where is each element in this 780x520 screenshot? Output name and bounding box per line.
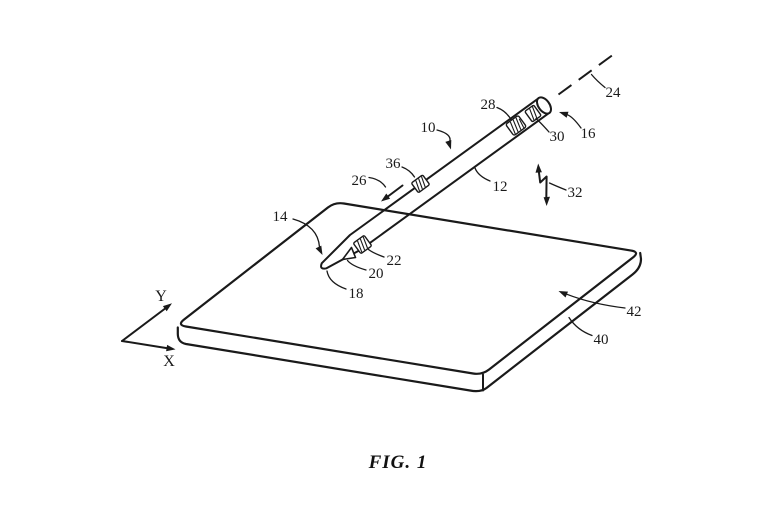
ref-label-28: 28	[481, 97, 496, 113]
leader-24	[590, 73, 606, 89]
wireless-arrowhead-down	[543, 196, 550, 206]
leader-14	[292, 218, 321, 248]
leader-40	[568, 316, 593, 337]
leader-36	[401, 166, 416, 178]
leader-18	[326, 270, 347, 290]
ref-label-36: 36	[386, 156, 402, 172]
ref-label-14: 14	[273, 209, 289, 225]
ref-label-20: 20	[369, 266, 384, 282]
leader-14-arrowhead	[315, 245, 323, 255]
wireless-signal-arrow	[535, 163, 550, 206]
axis-label-x: X	[163, 353, 175, 370]
tablet	[176, 202, 643, 393]
leader-28	[496, 106, 512, 121]
axis-label-y: Y	[155, 288, 167, 305]
ref-label-12: 12	[493, 179, 508, 195]
leader-16-arrowhead	[559, 111, 569, 118]
leader-42-arrowhead	[558, 291, 568, 298]
extension-dashed-line	[557, 50, 619, 96]
ref-label-30: 30	[550, 129, 565, 145]
leader-30	[535, 117, 550, 133]
stylus-end-cap	[535, 96, 553, 115]
coordinate-axes	[121, 303, 176, 352]
leader-20	[346, 259, 367, 271]
leader-12	[474, 167, 491, 182]
sensor-band-28	[505, 115, 527, 136]
motion-arrow-26	[381, 184, 404, 202]
leader-10	[436, 129, 451, 143]
reference-labels: 10 12 14 16 18 20 22 24 26 28 30 32 36 4…	[273, 85, 642, 348]
tablet-side-outline	[176, 251, 643, 393]
ref-label-24: 24	[606, 85, 622, 101]
ref-label-16: 16	[581, 126, 597, 142]
leader-lines	[292, 73, 626, 337]
leader-10-arrowhead	[445, 140, 452, 150]
ref-label-40: 40	[594, 332, 609, 348]
sensor-band-22	[353, 235, 372, 254]
ref-label-32: 32	[568, 185, 583, 201]
ref-label-18: 18	[349, 286, 364, 302]
sensor-band-36	[411, 174, 430, 193]
leader-22	[367, 248, 385, 258]
ref-label-22: 22	[387, 253, 402, 269]
figure-caption: FIG. 1	[368, 452, 428, 473]
ref-label-42: 42	[627, 304, 642, 320]
stylus	[320, 96, 553, 270]
leader-26	[368, 176, 387, 188]
axis-y-arrow	[121, 306, 168, 342]
ref-label-10: 10	[421, 120, 436, 136]
leader-16	[566, 114, 582, 129]
axis-x-arrow	[121, 340, 169, 350]
motion-arrowhead	[381, 193, 391, 202]
leader-42	[566, 293, 626, 309]
wireless-arrowhead-up	[535, 163, 542, 173]
tablet-top-face	[179, 202, 638, 375]
tip-element-triangle	[341, 246, 357, 261]
ref-label-26: 26	[352, 173, 368, 189]
leader-32	[548, 182, 567, 191]
